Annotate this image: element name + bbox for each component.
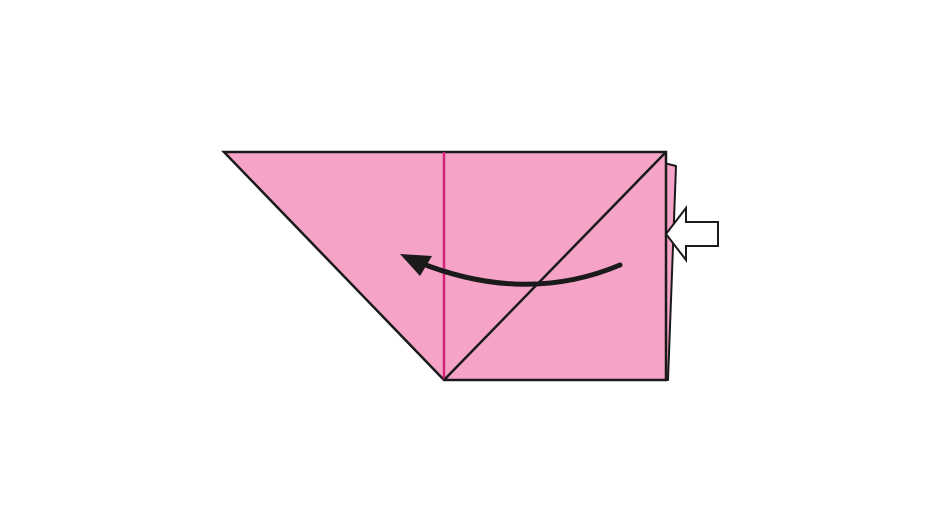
fold-arrow-head: [400, 254, 432, 276]
push-in-arrow-icon: [664, 205, 719, 263]
fold-arrow-curve: [415, 259, 623, 287]
curved-fold-arrow-icon: [400, 254, 623, 287]
diagonal-fold-edge: [443, 151, 667, 381]
